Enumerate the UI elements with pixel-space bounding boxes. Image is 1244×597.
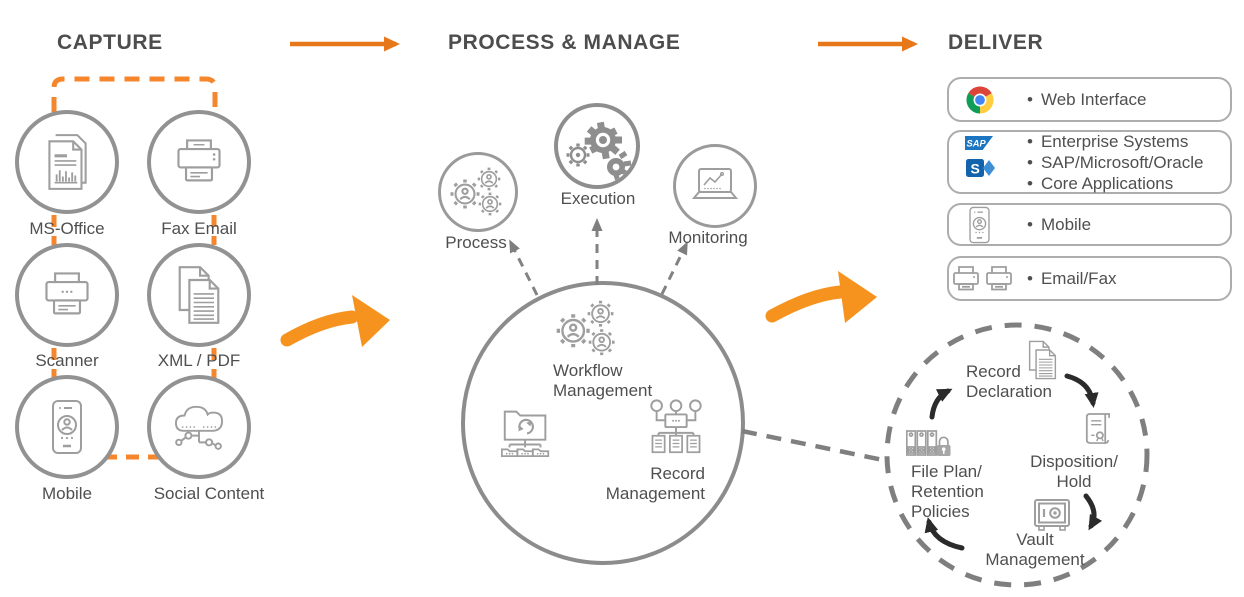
capture-item-ms-office	[15, 110, 119, 214]
deliver-title: DELIVER	[948, 31, 1044, 54]
capture-item-xml-pdf	[147, 243, 251, 347]
capture-item-fax-email	[147, 110, 251, 214]
document-report-icon	[42, 132, 92, 192]
deliver-box-enterprise: Enterprise Systems SAP/Microsoft/Oracle …	[947, 130, 1232, 194]
record-declaration-label: Record Declaration	[966, 362, 1052, 401]
satellite-arrows	[509, 218, 688, 296]
org-records-icon	[645, 397, 707, 459]
deliver-enterprise-line-1: Enterprise Systems	[1027, 131, 1230, 152]
binders-lock-icon	[906, 430, 952, 460]
deliver-enterprise-line-3: Core Applications	[1027, 173, 1230, 194]
sap-logo-icon	[965, 136, 993, 150]
execution-gears-icon	[566, 121, 632, 182]
deliver-mobile-label: Mobile	[1027, 214, 1230, 235]
satellite-label-monitoring: Monitoring	[668, 228, 748, 247]
vault-management-label: Vault Management	[985, 530, 1085, 569]
capture-item-social	[147, 375, 251, 479]
documents-icon	[174, 265, 224, 325]
capture-label-ms-office: MS-Office	[29, 219, 105, 238]
records-cycle-arrows	[924, 373, 1103, 551]
folder-sync-icon	[496, 401, 558, 459]
disposition-hold-label: Disposition/ Hold	[1030, 452, 1118, 491]
workflow-gears-icon	[556, 300, 620, 357]
laptop-chart-icon	[690, 166, 740, 206]
capture-label-xml-pdf: XML / PDF	[157, 351, 241, 370]
record-management-label: Record Management	[605, 464, 705, 503]
mobile-phone-icon	[50, 399, 84, 455]
process-title: PROCESS & MANAGE	[448, 31, 681, 54]
capture-item-mobile	[15, 375, 119, 479]
records-cycle-circle	[884, 322, 1150, 588]
capture-dashed-connectors	[51, 76, 218, 460]
fax-printer-icon	[172, 137, 226, 187]
satellite-label-execution: Execution	[560, 189, 636, 208]
deliver-email-fax-label: Email/Fax	[1027, 268, 1230, 289]
capture-item-scanner	[15, 243, 119, 347]
satellite-label-process: Process	[445, 233, 507, 252]
deliver-box-email-fax: Email/Fax	[947, 256, 1232, 301]
capture-label-fax-email: Fax Email	[161, 219, 237, 238]
capture-to-process-swoosh	[280, 295, 390, 347]
chrome-icon	[965, 85, 995, 115]
capture-label-social: Social Content	[153, 484, 265, 503]
capture-label-scanner: Scanner	[35, 351, 99, 370]
social-cloud-icon	[171, 403, 227, 451]
scanner-printer-icon	[40, 270, 94, 320]
satellite-process	[438, 152, 518, 232]
deliver-box-mobile: Mobile	[947, 203, 1232, 246]
capture-label-mobile: Mobile	[41, 484, 93, 503]
deliver-web-label: Web Interface	[1027, 89, 1230, 110]
deliver-enterprise-line-2: SAP/Microsoft/Oracle	[1027, 152, 1230, 173]
file-plan-retention-label: File Plan/ Retention Policies	[911, 462, 984, 521]
deliver-mobile-phone-icon	[968, 206, 991, 244]
core-to-records-link	[741, 428, 889, 464]
vault-safe-icon	[1033, 498, 1071, 532]
satellite-monitoring	[673, 144, 757, 228]
process-to-deliver-swoosh	[765, 271, 877, 323]
sharepoint-icon	[966, 156, 996, 180]
workflow-management-label: Workflow Management	[553, 361, 653, 400]
deliver-box-web: Web Interface	[947, 77, 1232, 122]
gears-people-icon	[450, 167, 506, 217]
satellite-execution	[554, 103, 640, 189]
process-core-circle	[461, 281, 745, 565]
capture-title: CAPTURE	[57, 31, 163, 54]
scroll-certificate-icon	[1081, 411, 1112, 448]
fax-printers-icon	[951, 264, 1015, 291]
